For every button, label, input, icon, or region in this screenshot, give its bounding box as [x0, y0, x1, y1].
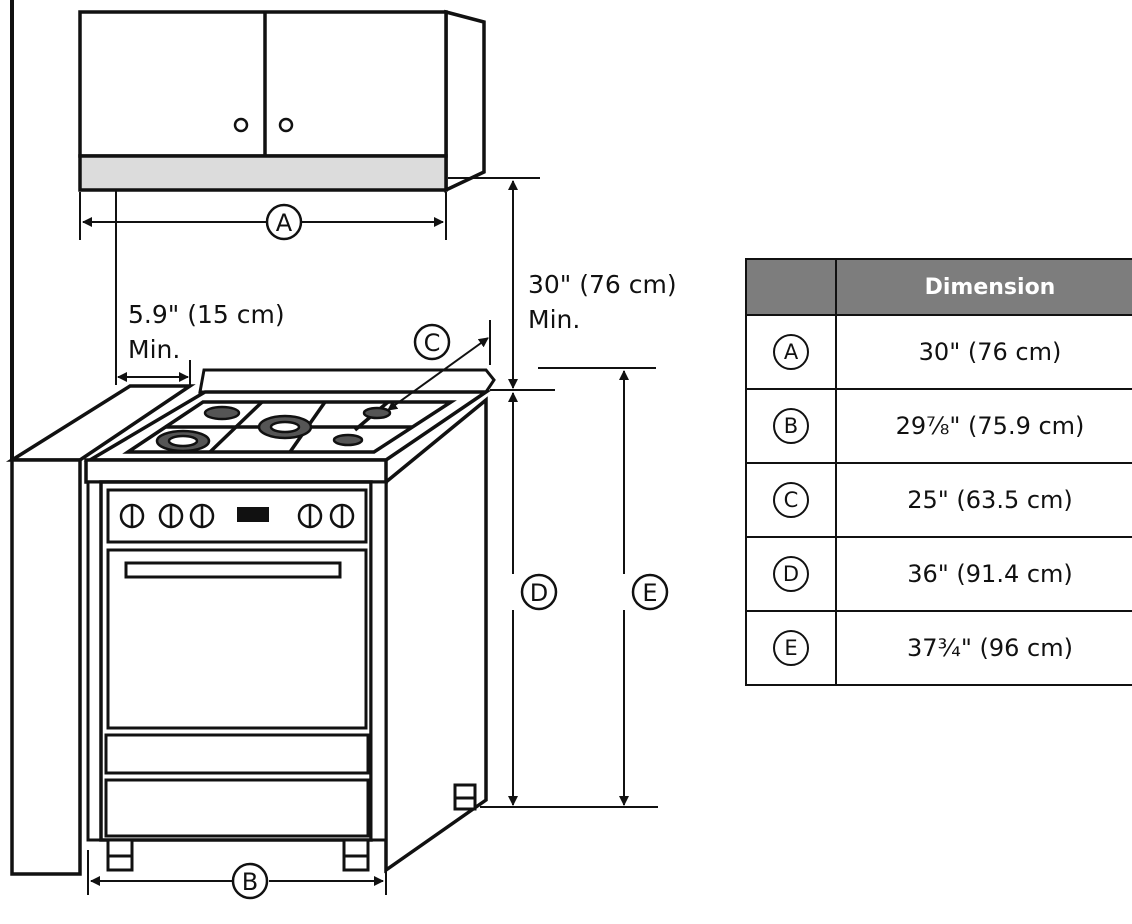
table-row: A 30" (76 cm): [745, 314, 1132, 390]
range-legs: [106, 783, 477, 872]
row-value-cell: 37¾" (96 cm): [835, 610, 1132, 686]
dimension-top-clearance: [448, 177, 555, 391]
dimension-b: [87, 850, 387, 900]
top-clearance-label-1: 30" (76 cm): [528, 270, 677, 299]
cabinet-knob-right: [278, 117, 294, 133]
key-badge: C: [773, 482, 809, 518]
dimension-e: [538, 367, 669, 806]
dimension-a: [79, 192, 447, 241]
upper-cabinet: [78, 9, 486, 193]
dimension-d: [480, 392, 658, 808]
cabinet-knob-left: [233, 117, 249, 133]
key-badge: D: [773, 556, 809, 592]
clock-display: [237, 507, 269, 522]
table-header-dimension: Dimension: [835, 258, 1132, 316]
dimension-table: Dimension A 30" (76 cm) B 29⅞" (75.9 cm)…: [745, 258, 1132, 686]
table-row: E 37¾" (96 cm): [745, 610, 1132, 686]
row-value-cell: 25" (63.5 cm): [835, 462, 1132, 538]
label-e: E: [642, 579, 657, 607]
oven-door: [106, 548, 368, 730]
key-badge: E: [773, 630, 809, 666]
side-clearance-label-2: Min.: [128, 335, 180, 364]
row-key-cell: A: [745, 314, 837, 390]
row-key-cell: E: [745, 610, 837, 686]
label-a: A: [276, 209, 293, 237]
table-header-key: [745, 258, 837, 316]
row-value-cell: 30" (76 cm): [835, 314, 1132, 390]
table-row: D 36" (91.4 cm): [745, 536, 1132, 612]
label-d: D: [530, 579, 548, 607]
table-header-row: Dimension: [745, 258, 1132, 316]
burners: [155, 405, 392, 453]
control-knobs: [119, 503, 355, 529]
row-key-cell: D: [745, 536, 837, 612]
oven-handle: [124, 561, 342, 579]
key-badge: B: [773, 408, 809, 444]
row-key-cell: B: [745, 388, 837, 464]
range: [83, 368, 496, 874]
row-value-cell: 29⅞" (75.9 cm): [835, 388, 1132, 464]
label-c: C: [424, 329, 441, 357]
table-row: C 25" (63.5 cm): [745, 462, 1132, 538]
dimension-side-clearance: [117, 360, 191, 386]
table-row: B 29⅞" (75.9 cm): [745, 388, 1132, 464]
side-clearance-label-1: 5.9" (15 cm): [128, 300, 285, 329]
key-badge: A: [773, 334, 809, 370]
row-key-cell: C: [745, 462, 837, 538]
label-b: B: [242, 868, 258, 896]
top-clearance-label-2: Min.: [528, 305, 580, 334]
dimension-c: [387, 320, 491, 411]
row-value-cell: 36" (91.4 cm): [835, 536, 1132, 612]
